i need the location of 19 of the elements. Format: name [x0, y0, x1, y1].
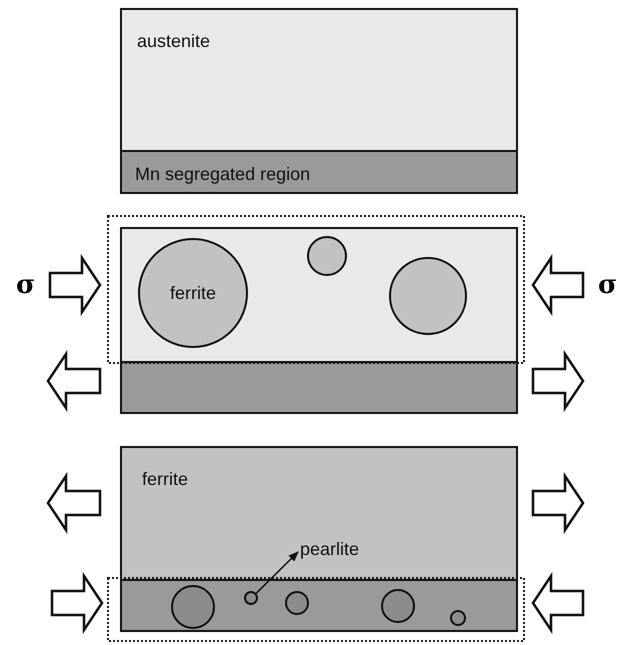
region-label: ferrite: [142, 470, 188, 488]
grain-circle: [244, 591, 258, 605]
grain-circle: [450, 610, 466, 626]
region-box: [120, 150, 518, 194]
grain-circle: [171, 585, 215, 629]
region-box: [120, 361, 518, 414]
region-label: austenite: [137, 32, 210, 50]
region-label: ferrite: [170, 284, 216, 302]
region-box: [120, 579, 518, 632]
region-box: [120, 8, 518, 152]
grain-circle: [285, 591, 309, 615]
grain-circle: [381, 589, 415, 623]
leader-arrow: [256, 551, 299, 594]
stress-symbol: σ: [598, 272, 618, 298]
region-label: Mn segregated region: [135, 165, 310, 183]
pearlite-label: pearlite: [300, 540, 360, 558]
region-box: [120, 446, 518, 581]
stress-symbol: σ: [16, 272, 36, 298]
grain-circle: [307, 236, 347, 276]
